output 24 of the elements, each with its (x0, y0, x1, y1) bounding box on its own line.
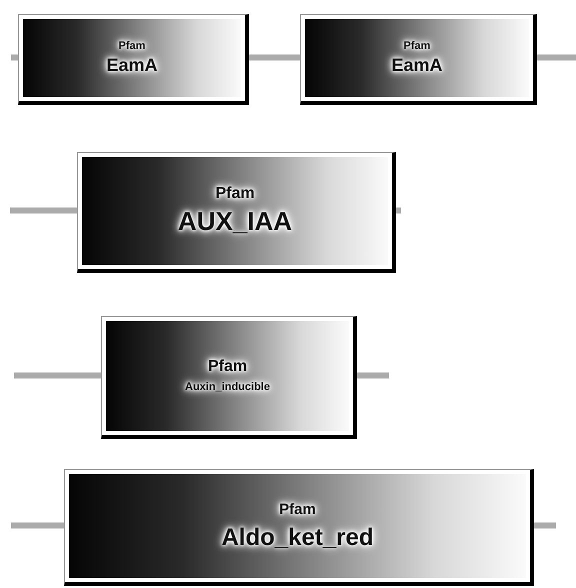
connector-line (357, 372, 389, 378)
connector-line (11, 54, 18, 60)
source-label: Pfam (208, 358, 248, 377)
domain-name: EamA (106, 54, 158, 76)
domain-box (101, 316, 357, 439)
connector-line (10, 208, 77, 214)
domain-name: AUX_IAA (178, 207, 292, 238)
connector-line (249, 54, 300, 60)
domain-name: Aldo_ket_red (221, 524, 374, 552)
source-label: Pfam (118, 40, 146, 53)
domain-name: Auxin_inducible (185, 380, 270, 394)
domain-box (64, 469, 534, 586)
domain-box (300, 14, 537, 105)
source-label: Pfam (279, 500, 316, 518)
connector-line (11, 522, 64, 528)
domain-box (77, 152, 396, 273)
domain-box (18, 14, 249, 105)
connector-line (537, 54, 576, 60)
domain-name: EamA (391, 54, 443, 76)
connector-line (14, 372, 101, 378)
connector-line (396, 208, 401, 214)
source-label: Pfam (215, 184, 255, 204)
connector-line (534, 522, 556, 528)
source-label: Pfam (404, 40, 430, 53)
